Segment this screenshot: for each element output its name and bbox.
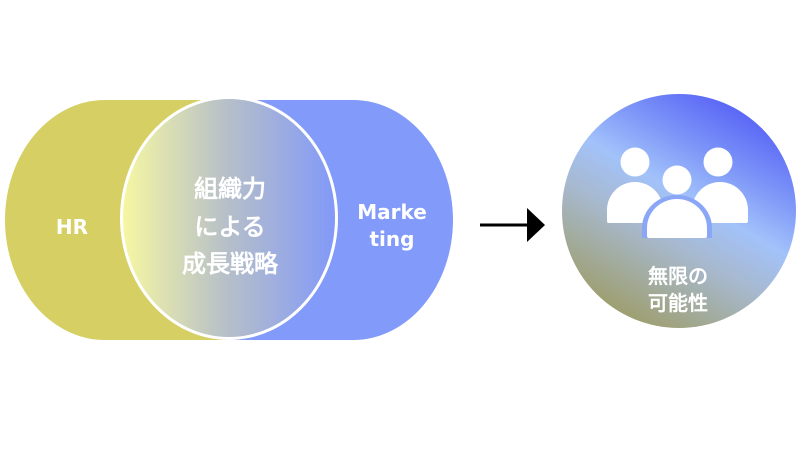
people-group-icon [607, 147, 748, 238]
result-label: 無限の 可能性 [608, 263, 748, 317]
intersection-ellipse [120, 96, 338, 340]
marketing-label: Marke ting [342, 199, 442, 253]
intersection-label-line-2: による [194, 212, 266, 241]
intersection-label-line-1: 組織力 [194, 175, 266, 203]
marketing-label-line-2: ting [369, 227, 415, 251]
intersection-label-line-3: 成長戦略 [182, 250, 278, 278]
result-label-line-1: 無限の [648, 264, 708, 288]
arrow-right-icon [480, 208, 545, 242]
intersection-label: 組織力 による 成長戦略 [140, 171, 320, 284]
hr-label: HR [55, 215, 89, 239]
result-label-line-2: 可能性 [648, 291, 708, 315]
marketing-label-line-1: Marke [357, 200, 427, 224]
